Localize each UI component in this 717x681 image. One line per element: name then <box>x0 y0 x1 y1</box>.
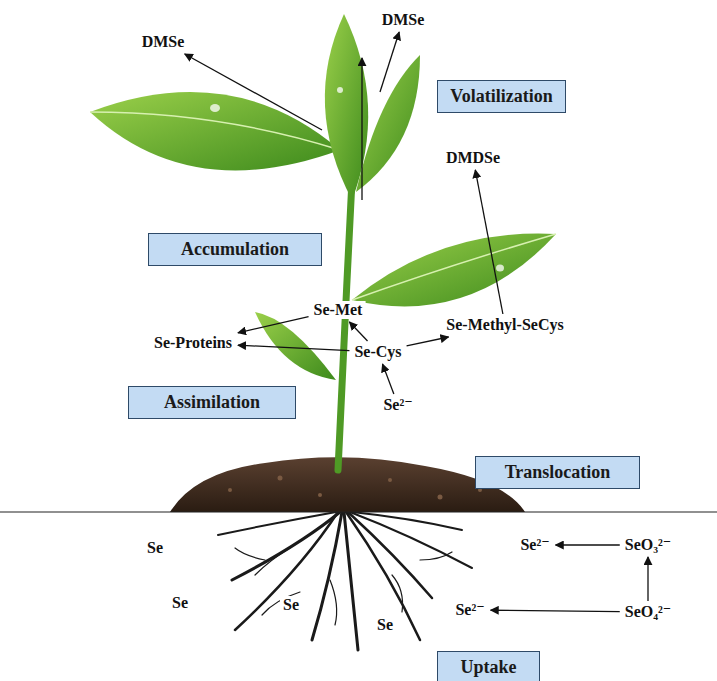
stage-name: Accumulation <box>159 239 311 260</box>
reaction-arrow <box>491 610 620 611</box>
leaf <box>356 55 420 192</box>
selenium-compound: Se-Proteins <box>151 334 235 352</box>
stage-box: Uptake <box>437 651 540 681</box>
reaction-arrow <box>383 364 394 394</box>
ground-line <box>0 511 717 512</box>
root <box>235 548 265 560</box>
stage-box: Accumulation <box>148 233 322 266</box>
selenium-compound: Se-Cys <box>351 343 404 361</box>
volatile-compound: DMSe <box>139 33 188 51</box>
water-drop <box>337 87 343 93</box>
root <box>346 512 420 640</box>
root <box>344 512 358 650</box>
soil-mound <box>170 457 525 512</box>
leaf <box>90 92 340 170</box>
root <box>420 552 452 560</box>
root <box>218 512 336 535</box>
selenide-ion: Se²⁻ <box>517 536 552 554</box>
soil-selenium: Se <box>144 539 166 557</box>
accumulation-arrow <box>361 58 362 200</box>
selenate-ion: SeO₄²⁻ <box>622 603 674 621</box>
leaf-vein <box>352 234 556 300</box>
root <box>235 512 338 630</box>
reaction-arrow <box>238 317 309 333</box>
reaction-arrow <box>647 557 648 601</box>
selenium-compound: Se-Methyl-SeCys <box>443 316 566 334</box>
leaf <box>352 234 556 307</box>
root <box>255 548 290 575</box>
root <box>392 575 403 612</box>
selenide-ion: Se²⁻ <box>452 601 487 619</box>
stage-name: Uptake <box>448 657 529 678</box>
root <box>350 512 472 568</box>
selenide-ion: Se²⁻ <box>380 396 415 414</box>
volatile-compound: DMDSe <box>443 149 503 167</box>
soil-grain <box>278 476 283 481</box>
root <box>312 512 342 640</box>
stage-name: Assimilation <box>139 392 285 413</box>
leaf-vein <box>90 112 340 150</box>
selenium-compound: Se-Met <box>311 301 366 319</box>
stage-box: Volatilization <box>437 80 566 113</box>
water-drop <box>496 265 504 272</box>
reaction-arrow <box>556 544 620 545</box>
stage-name: Volatilization <box>448 86 555 107</box>
reaction-arrow <box>185 54 322 130</box>
leaf <box>325 14 368 200</box>
reaction-arrow <box>238 345 349 350</box>
soil-selenium: Se <box>374 616 396 634</box>
reaction-arrow <box>349 322 367 341</box>
root <box>330 580 337 625</box>
root <box>348 512 432 598</box>
soil-grain <box>228 488 232 492</box>
roots <box>218 512 472 650</box>
soil-texture <box>228 476 482 500</box>
stage-box: Translocation <box>475 456 640 489</box>
soil-grain <box>438 495 443 500</box>
stage-box: Assimilation <box>128 386 296 419</box>
reaction-arrow <box>475 170 503 314</box>
stage-name: Translocation <box>486 462 629 483</box>
reaction-arrow <box>380 32 399 92</box>
soil-grain <box>318 493 322 497</box>
soil-selenium: Se <box>169 594 191 612</box>
volatile-compound: DMSe <box>379 11 428 29</box>
root <box>352 512 462 530</box>
selenite-ion: SeO₃²⁻ <box>622 536 674 554</box>
water-drop <box>210 104 220 112</box>
soil-grain <box>388 478 392 482</box>
soil-selenium: Se <box>280 596 302 614</box>
reaction-arrow <box>407 337 449 346</box>
